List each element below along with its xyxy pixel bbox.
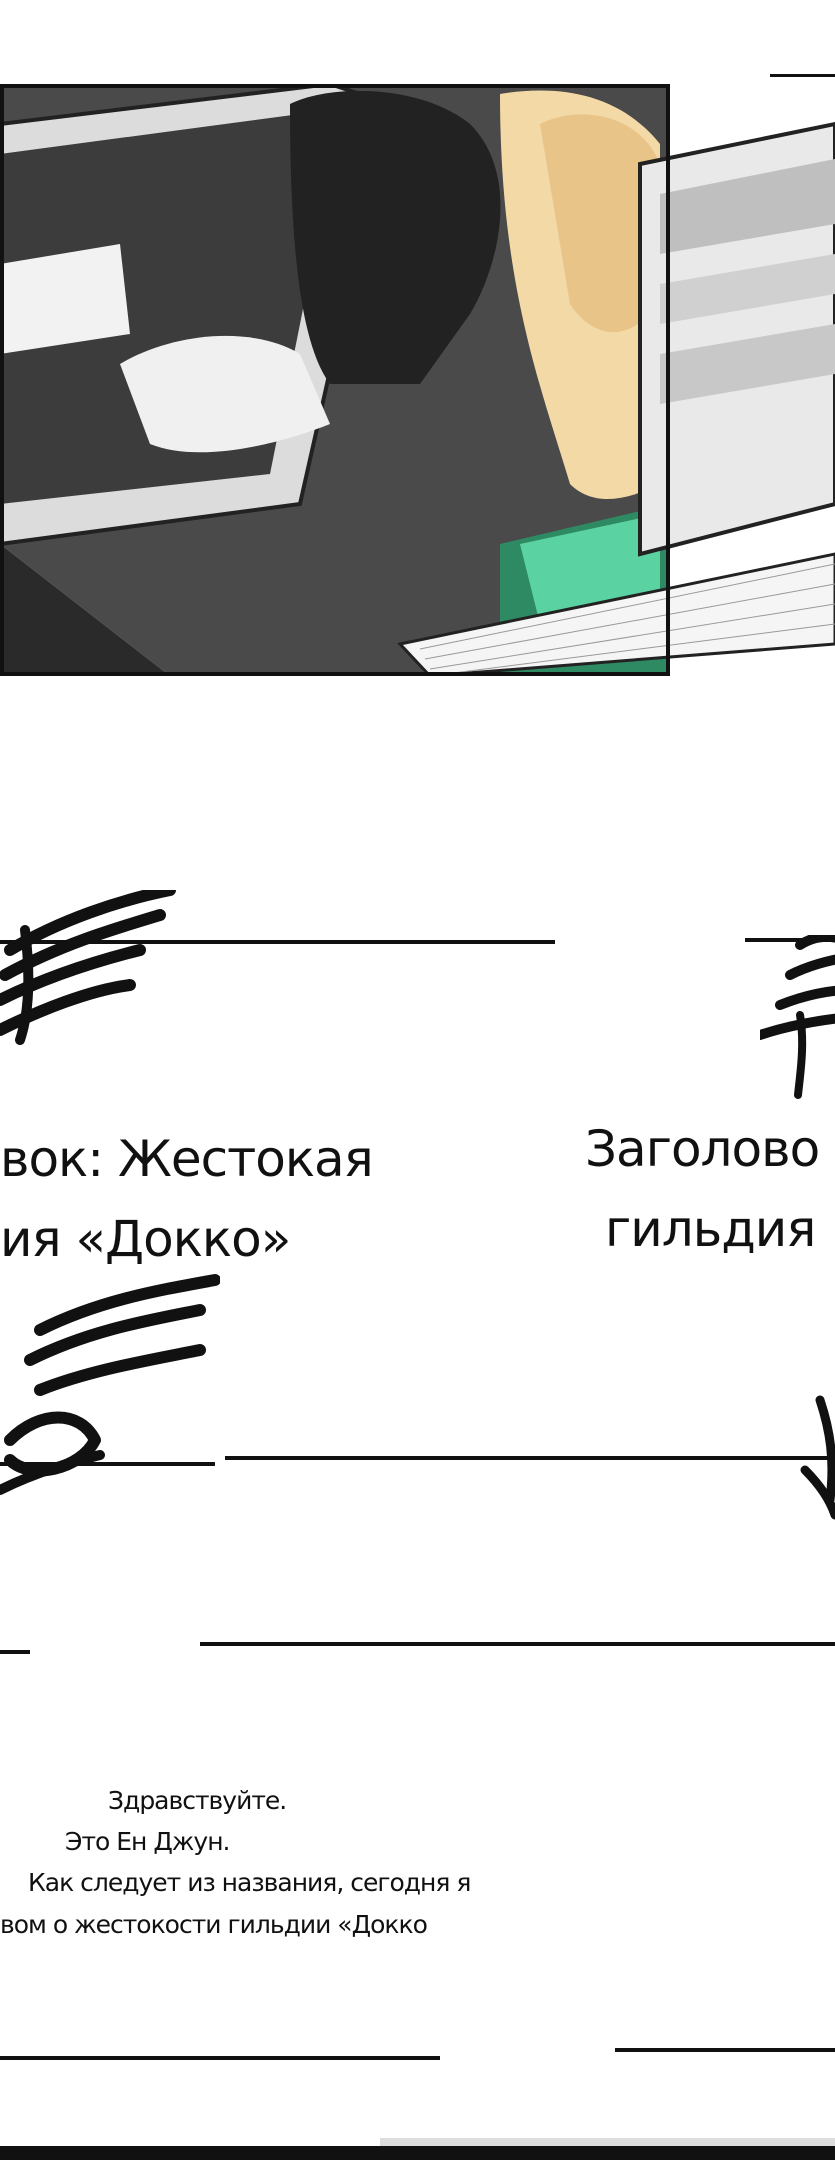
dialogue-panel-bottom-right bbox=[615, 2048, 835, 2052]
scribble-right-bottom bbox=[800, 1395, 835, 1520]
dialogue-line-3: Как следует из названия, сегодня я bbox=[28, 1868, 471, 1897]
bottom-strip bbox=[0, 2146, 835, 2160]
scribble-left-top bbox=[0, 890, 176, 1045]
title-caption-right-line2: гильдия bbox=[605, 1200, 816, 1258]
office-scene-illustration bbox=[0, 84, 835, 676]
office-scene-panel bbox=[0, 84, 835, 676]
dialogue-panel-top bbox=[200, 1642, 835, 1646]
dialogue-panel-top-left bbox=[0, 1650, 30, 1654]
dialogue-line-2: Это Ен Джун. bbox=[65, 1827, 230, 1856]
title-caption-right-line1: Заголово bbox=[585, 1120, 820, 1178]
dialogue-line-4: вом о жестокости гильдии «Докко bbox=[0, 1910, 428, 1939]
bottom-strip-gray bbox=[380, 2138, 835, 2146]
title-panel-left-bottom bbox=[0, 1462, 215, 1466]
top-right-frame-line bbox=[770, 74, 835, 77]
title-panel-right-top bbox=[745, 938, 835, 942]
dialogue-panel-bottom-left bbox=[0, 2056, 440, 2060]
title-caption-left-line2: ия «Докко» bbox=[0, 1210, 291, 1268]
title-panel-right-bottom bbox=[225, 1456, 835, 1460]
dialogue-line-1: Здравствуйте. bbox=[108, 1786, 287, 1815]
title-caption-left-line1: вок: Жестокая bbox=[0, 1130, 374, 1188]
title-panel-left bbox=[0, 940, 560, 1460]
scribble-right-top bbox=[760, 935, 835, 1099]
scribble-left-bottom bbox=[0, 1274, 220, 1495]
